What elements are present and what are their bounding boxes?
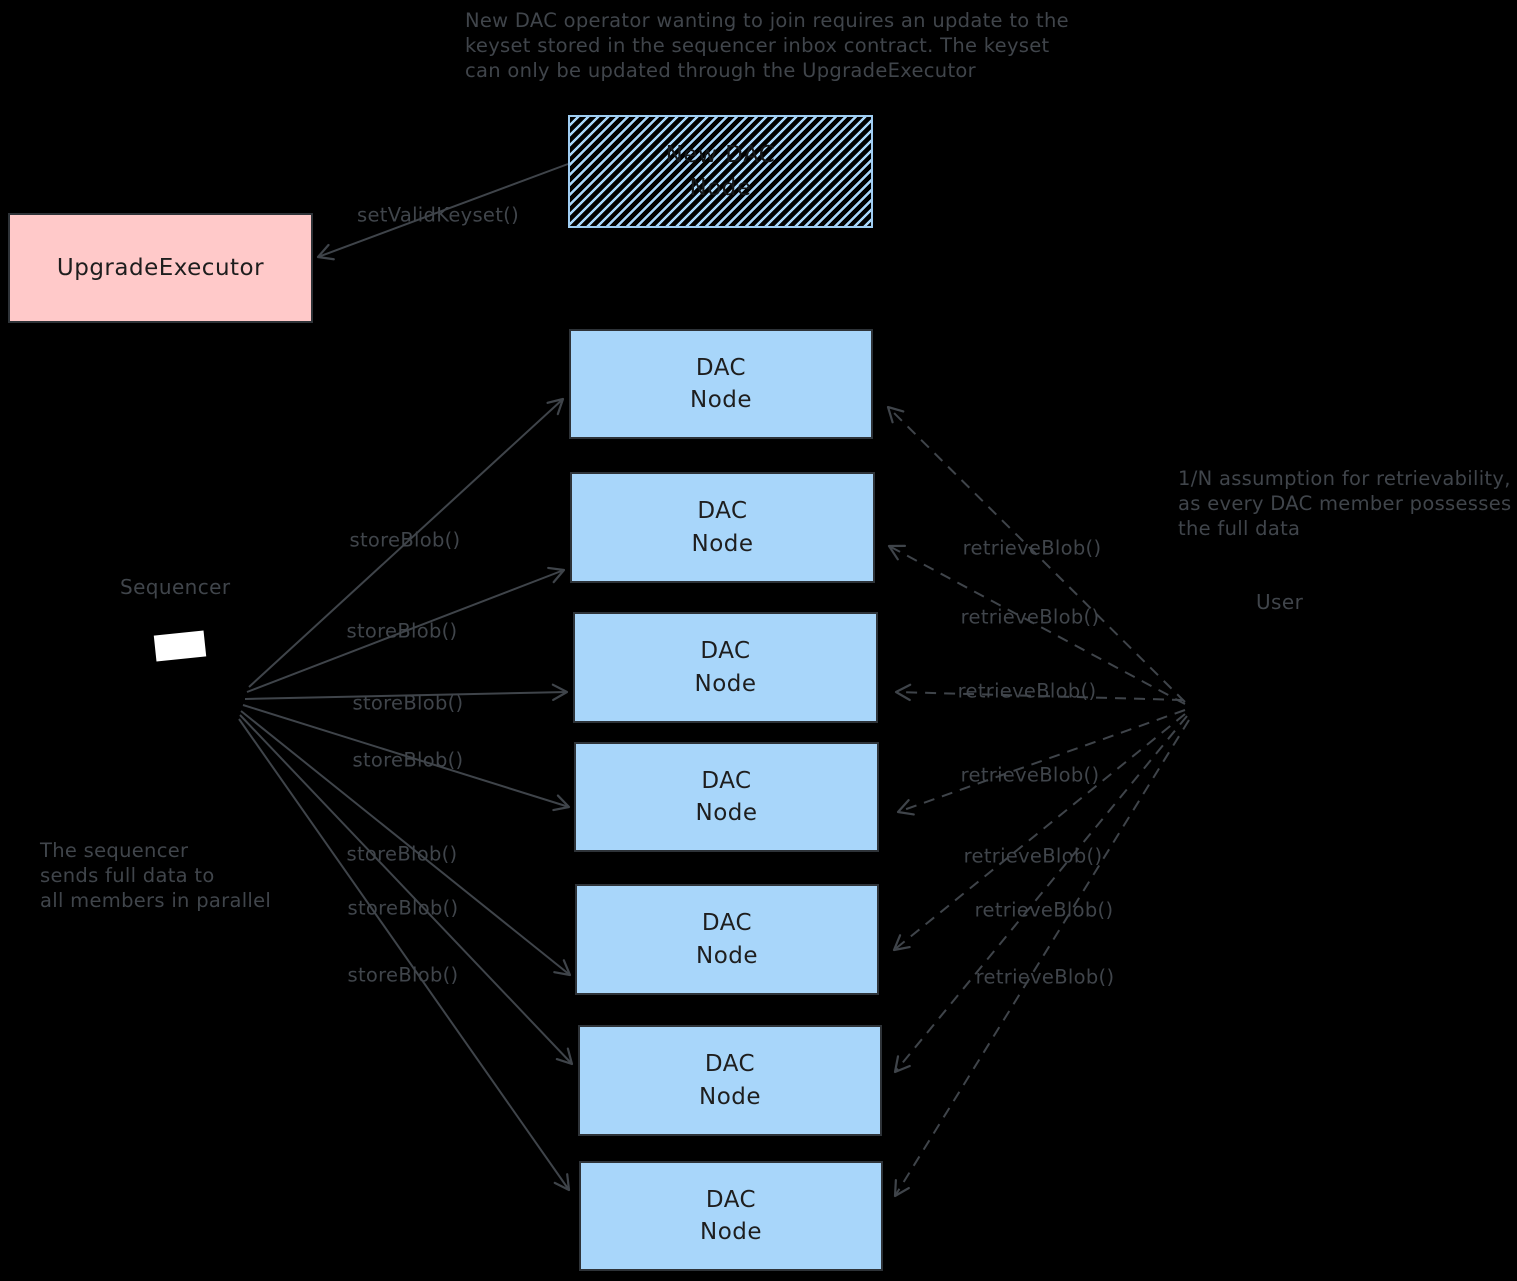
retrieve-blob-edge-label-5: retrieveBlob() xyxy=(963,844,1103,868)
dac-node-label: DAC Node xyxy=(691,498,754,557)
upgrade-executor-box: UpgradeExecutor xyxy=(8,213,313,323)
dac-node-label: DAC Node xyxy=(694,638,757,697)
store-blob-arrow-3 xyxy=(244,683,569,702)
store-blob-arrow-1 xyxy=(248,397,565,688)
upgrade-executor-label: UpgradeExecutor xyxy=(56,254,265,281)
dac-node-box-1: DAC Node xyxy=(569,329,873,439)
dac-node-label: DAC Node xyxy=(698,1051,762,1110)
sequencer-shape xyxy=(153,630,207,662)
retrieve-blob-arrow-6 xyxy=(893,715,1188,1074)
retrieve-blob-arrow-5 xyxy=(892,713,1186,952)
dac-node-box-2: DAC Node xyxy=(570,472,875,583)
note-keyset-update: New DAC operator wanting to join require… xyxy=(465,9,1069,82)
sequencer-label: Sequencer xyxy=(120,575,231,599)
retrieve-blob-edge-label-6: retrieveBlob() xyxy=(974,898,1114,922)
retrieve-blob-edge-label-2: retrieveBlob() xyxy=(960,605,1100,629)
note-retrievability: 1/N assumption for retrievability, as ev… xyxy=(1178,467,1512,540)
store-blob-arrow-7 xyxy=(238,718,571,1192)
store-blob-arrow-2 xyxy=(246,566,566,693)
retrieve-blob-edge-label-4: retrieveBlob() xyxy=(960,763,1100,787)
dac-node-label: DAC Node xyxy=(689,354,753,413)
retrieve-blob-edge-label-3: retrieveBlob() xyxy=(957,679,1097,703)
dac-node-label: DAC Node xyxy=(699,1186,763,1245)
store-blob-edge-label-6: storeBlob() xyxy=(347,896,459,920)
set-valid-keyset-arrow xyxy=(316,163,569,261)
store-blob-arrow-5 xyxy=(240,710,572,977)
retrieve-blob-arrow-7 xyxy=(893,719,1190,1198)
retrieve-blob-edge-label-1: retrieveBlob() xyxy=(962,536,1102,560)
new-dac-node-label: New DAC Node xyxy=(665,142,776,201)
dac-node-box-3: DAC Node xyxy=(573,612,878,723)
store-blob-edge-label-3: storeBlob() xyxy=(352,691,464,715)
store-blob-edge-label-2: storeBlob() xyxy=(346,619,458,643)
user-label: User xyxy=(1256,590,1304,614)
new-dac-node-box: New DAC Node xyxy=(568,115,873,228)
store-blob-arrow-4 xyxy=(242,704,571,812)
set-valid-keyset-edge-label: setValidKeyset() xyxy=(357,203,519,227)
dac-node-box-7: DAC Node xyxy=(579,1161,883,1271)
dac-node-label: DAC Node xyxy=(695,910,759,969)
retrieve-blob-arrow-1 xyxy=(886,405,1186,703)
retrieve-blob-edge-label-7: retrieveBlob() xyxy=(975,965,1115,989)
retrieve-blob-arrow-3 xyxy=(894,683,1184,702)
retrieve-blob-arrow-4 xyxy=(896,709,1186,816)
store-blob-edge-label-4: storeBlob() xyxy=(352,748,464,772)
store-blob-edge-label-5: storeBlob() xyxy=(346,842,458,866)
store-blob-arrow-6 xyxy=(239,714,574,1066)
note-sequencer-parallel: The sequencer sends full data to all mem… xyxy=(40,839,272,912)
dac-node-label: DAC Node xyxy=(695,767,758,826)
dac-node-box-6: DAC Node xyxy=(578,1025,882,1136)
store-blob-edge-label-7: storeBlob() xyxy=(347,963,459,987)
dac-node-box-5: DAC Node xyxy=(575,884,879,995)
dac-node-box-4: DAC Node xyxy=(574,742,879,852)
store-blob-edge-label-1: storeBlob() xyxy=(349,528,461,552)
